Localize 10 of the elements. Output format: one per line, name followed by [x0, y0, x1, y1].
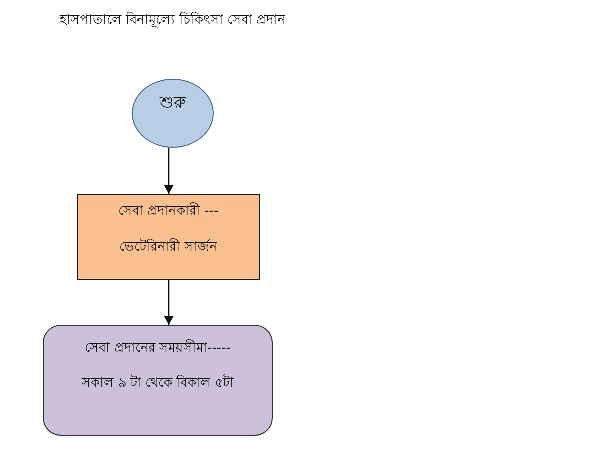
start-label: শুরু	[160, 94, 186, 112]
box-text: ভেটেরিনারী সার্জন	[119, 239, 218, 257]
arrow	[164, 148, 174, 194]
box-heading: সেবা প্রদানকারী ---	[118, 203, 219, 221]
box-text: সকাল ৯ টা থেকে বিকাল ৫টা	[82, 375, 234, 393]
rounded-box	[43, 325, 273, 436]
arrow	[164, 280, 174, 325]
process-box	[77, 194, 260, 280]
diagram-title: হাসপাতালে বিনামূল্যে চিকিৎসা সেবা প্রদান	[60, 12, 286, 30]
box-heading: সেবা প্রদানের সময়সীমা-----	[85, 340, 231, 358]
